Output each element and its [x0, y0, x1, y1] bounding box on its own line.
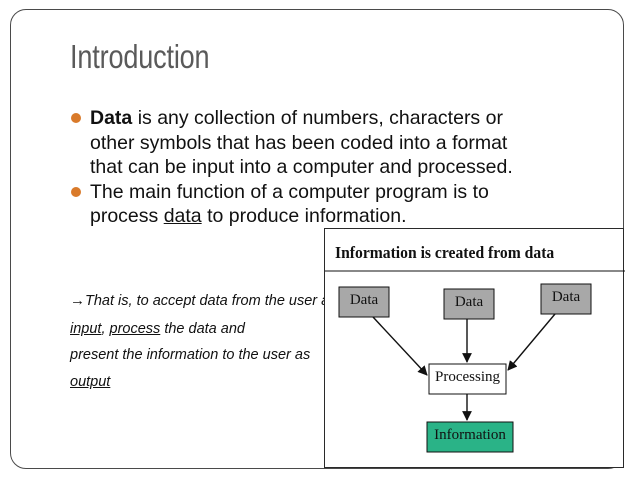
bullet-line: process data to produce information.	[90, 204, 610, 229]
note-line-3: present the information to the user as	[70, 347, 311, 363]
bullet-line: The main function of a computer program …	[90, 180, 489, 203]
slide-title: Introduction	[70, 38, 210, 75]
bullet-line: Data is any collection of numbers, chara…	[90, 106, 610, 131]
arrow-data-right-to-processing	[507, 313, 556, 371]
note-text: the data and	[160, 321, 245, 337]
bullet-text: to produce information.	[201, 205, 407, 227]
data-right-label: Data	[551, 289, 581, 305]
note-line-4: output	[70, 374, 110, 390]
underlined-term: process	[109, 321, 161, 337]
bullet-line: other symbols that has been coded into a…	[90, 131, 508, 154]
bullet-text: is any collection of numbers, characters…	[132, 107, 503, 129]
data-box-center	[443, 288, 495, 320]
information-label: Information	[434, 427, 506, 443]
underlined-term: input	[70, 321, 102, 337]
right-arrow-icon: →	[70, 292, 85, 309]
bullet-list: Data is any collection of numbers, chara…	[70, 106, 610, 229]
bullet-text: process	[90, 205, 164, 227]
bold-term: Data	[90, 107, 133, 129]
bullet-line: that can be input into a computer and pr…	[90, 156, 513, 178]
data-box-right	[540, 283, 592, 315]
data-box-left	[338, 286, 390, 318]
data-center-label: Data	[454, 294, 484, 310]
data-flow-figure: Information is created from data Data Da…	[324, 228, 625, 468]
processing-box	[428, 363, 507, 395]
bullet-dot-icon	[71, 113, 81, 123]
note-text: ,	[101, 321, 110, 337]
bullet-dot-icon	[71, 186, 81, 197]
processing-label: Processing	[435, 369, 500, 385]
underlined-term: data	[163, 205, 202, 227]
information-box	[426, 421, 514, 453]
figure-title: Information is created from data	[335, 243, 555, 262]
note-line-1: →That is, to accept data from the user a…	[70, 292, 336, 309]
flow-diagram	[325, 270, 625, 453]
data-left-label: Data	[349, 292, 379, 308]
note-line-2: input, process the data and	[70, 321, 245, 337]
bullet-item-data-definition: Data is any collection of numbers, chara…	[70, 106, 610, 180]
note-text: That is, to accept data from the user as	[85, 293, 337, 309]
arrow-data-left-to-processing	[372, 316, 428, 376]
bullet-item-program-function: The main function of a computer program …	[70, 180, 610, 229]
underlined-term: output	[70, 374, 111, 390]
